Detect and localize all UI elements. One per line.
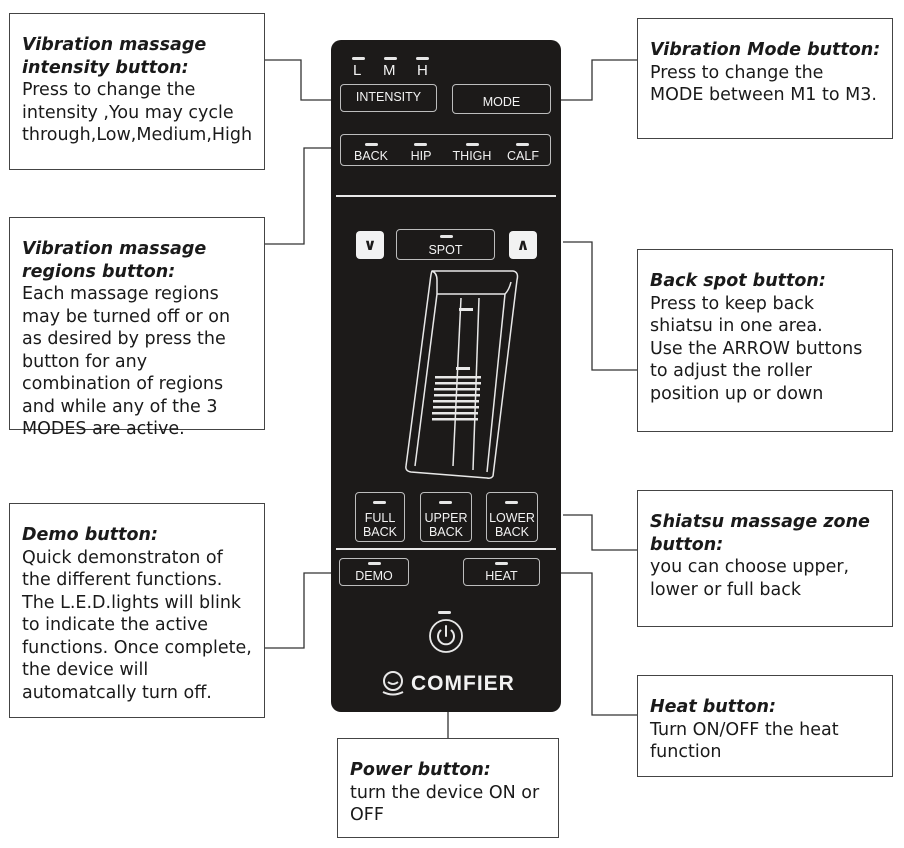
zone-full-back-label-1: FULL [364,511,396,525]
callout-mode-desc: Press to change the MODE between M1 to M… [650,62,877,106]
callout-spot-desc: Press to keep back shiatsu in one area. … [650,293,863,404]
zone-upper-back-label-1: UPPER [424,511,468,525]
callout-demo-desc: Quick demonstraton of the different func… [22,547,252,703]
heat-button[interactable]: HEAT [463,558,540,586]
mode-button-label: MODE [482,95,521,109]
zone-full-back-label-2: BACK [362,525,398,539]
callout-spot-title: Back spot button: [650,271,826,291]
remote-panel: L M H INTENSITY MODE BACK HIP THIGH CALF… [331,40,561,712]
spot-button-label: SPOT [428,243,463,257]
power-button[interactable] [428,618,464,654]
level-label-low: L [353,62,362,79]
callout-regions-desc: Each massage regions may be turned off o… [22,284,231,439]
zone-lower-back-label-2: BACK [494,525,530,539]
intensity-button[interactable]: INTENSITY [340,84,437,112]
led-calf [516,143,529,146]
region-back-button[interactable]: BACK [353,149,389,163]
level-label-high: H [417,62,428,79]
region-calf-button[interactable]: CALF [507,149,539,163]
led-low [352,57,365,60]
chevron-up-icon: ∧ [516,235,530,254]
led-hip [414,143,427,146]
demo-button-label: DEMO [355,569,393,583]
led-heat [495,562,508,565]
mode-button[interactable]: MODE [452,84,551,114]
level-label-medium: M [383,62,396,79]
callout-power: Power button: turn the device ON or OFF [337,738,559,838]
led-demo [368,562,381,565]
callout-intensity-desc: Press to change the intensity ,You may c… [22,80,253,145]
callout-shiatsu-desc: you can choose upper, lower or full back [650,557,850,600]
zone-lower-back-button[interactable]: LOWER BACK [486,492,538,542]
callout-demo-title: Demo button: [22,525,158,545]
led-spot [440,235,453,238]
brand-logo-text: COMFIER [411,672,515,695]
regions-button-group [340,134,551,166]
separator-bottom [336,548,556,550]
chevron-down-icon: ∨ [363,235,377,254]
callout-regions: Vibration massage regions button: Each m… [9,217,265,439]
roller-up-button[interactable]: ∧ [509,231,537,259]
callout-heat: Heat button: Turn ON/OFF the heat functi… [637,675,893,777]
region-hip-button[interactable]: HIP [410,149,432,163]
roller-down-button[interactable]: ∨ [356,231,384,259]
led-lower-back [505,501,518,504]
led-back [365,143,378,146]
led-upper-back [439,501,452,504]
callout-power-desc: turn the device ON or OFF [350,782,540,826]
callout-shiatsu-title: Shiatsu massage zone button: [650,512,870,555]
callout-shiatsu: Shiatsu massage zone button: you can cho… [637,490,893,627]
led-medium [384,57,397,60]
back-roller-icon [405,270,519,479]
region-thigh-button[interactable]: THIGH [452,149,492,163]
zone-lower-back-label-1: LOWER [489,511,535,525]
callout-mode-title: Vibration Mode button: [650,40,881,60]
callout-demo: Demo button: Quick demonstraton of the d… [9,503,265,718]
comfier-logo-icon [382,671,404,696]
zone-upper-back-label-2: BACK [428,525,464,539]
demo-button[interactable]: DEMO [339,558,409,586]
callout-heat-title: Heat button: [650,697,776,717]
callout-intensity-title: Vibration massage intensity button: [22,35,207,78]
spot-button[interactable]: SPOT [396,229,495,260]
zone-full-back-button[interactable]: FULL BACK [355,492,405,542]
led-power [438,611,451,614]
led-full-back [373,501,386,504]
callout-spot: Back spot button: Press to keep back shi… [637,249,893,432]
heat-button-label: HEAT [485,569,518,583]
callout-regions-title: Vibration massage regions button: [22,239,207,282]
callout-power-title: Power button: [350,760,491,780]
zone-upper-back-button[interactable]: UPPER BACK [420,492,472,542]
led-high [416,57,429,60]
led-thigh [466,143,479,146]
callout-heat-desc: Turn ON/OFF the heat function [650,719,839,763]
power-icon [437,625,455,646]
callout-mode: Vibration Mode button: Press to change t… [637,18,893,139]
callout-intensity: Vibration massage intensity button: Pres… [9,13,265,170]
separator-top [336,195,556,197]
